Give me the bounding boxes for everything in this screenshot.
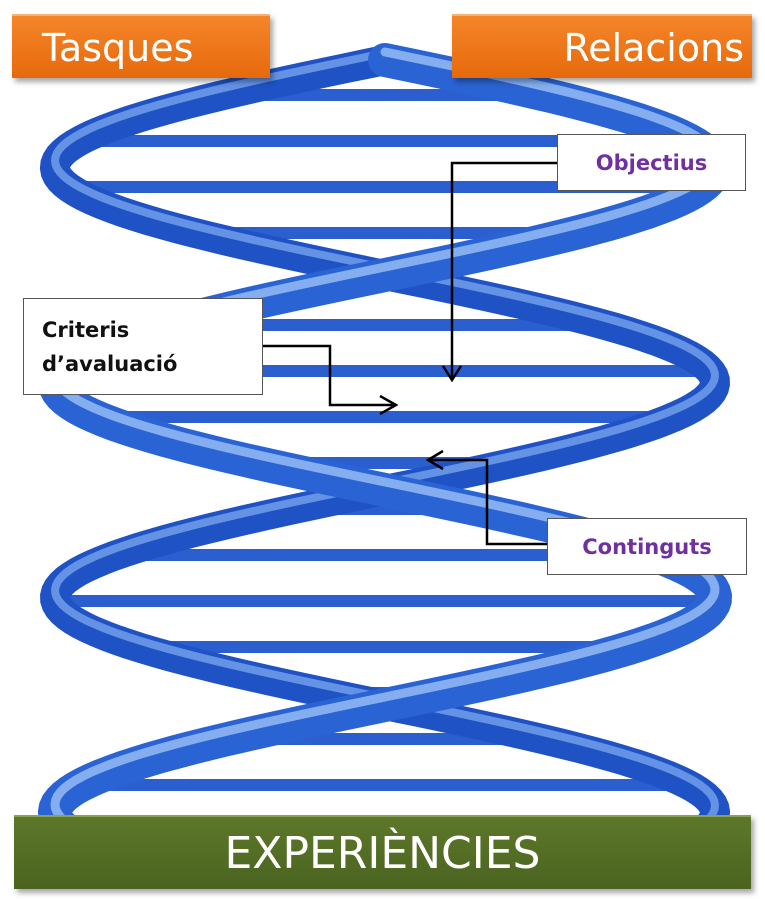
experiencies-box: EXPERIÈNCIES bbox=[14, 815, 751, 889]
objectius-box: Objectius bbox=[557, 134, 746, 191]
tasques-label: Tasques bbox=[42, 26, 194, 70]
continguts-label: Continguts bbox=[582, 535, 712, 559]
helix-rung bbox=[87, 779, 683, 791]
arrow-continguts bbox=[425, 449, 547, 546]
criteris-box: Criteris d’avaluació bbox=[23, 298, 263, 395]
helix-rung bbox=[122, 549, 648, 561]
helix-rung bbox=[102, 411, 669, 423]
arrow-criteris bbox=[263, 344, 399, 416]
continguts-box: Continguts bbox=[547, 518, 747, 575]
criteris-label-line1: Criteris bbox=[42, 318, 130, 342]
helix-rung bbox=[85, 135, 685, 147]
helix-rung bbox=[201, 227, 570, 239]
helix-rung bbox=[170, 319, 600, 331]
relacions-label: Relacions bbox=[563, 26, 745, 70]
helix-rung bbox=[143, 641, 627, 653]
tasques-box: Tasques bbox=[12, 14, 270, 78]
objectius-label: Objectius bbox=[595, 151, 708, 175]
helix-rung bbox=[74, 181, 696, 193]
experiencies-label: EXPERIÈNCIES bbox=[224, 828, 541, 879]
helix-rung bbox=[61, 595, 709, 607]
criteris-label-line2: d’avaluació bbox=[42, 352, 178, 376]
arrow-objectius bbox=[441, 161, 557, 383]
relacions-box: Relacions bbox=[452, 14, 752, 78]
